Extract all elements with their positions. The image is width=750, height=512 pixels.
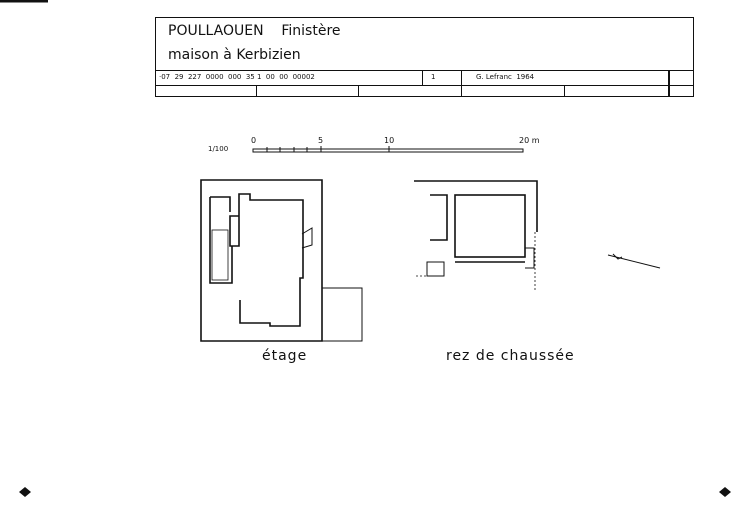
subject: maison à Kerbizien xyxy=(168,47,301,63)
ground-floor-label: rez de chaussée xyxy=(446,348,575,364)
empty-cell xyxy=(359,85,462,97)
scale-tick-10: 10 xyxy=(384,136,395,145)
upper-floor-plan xyxy=(200,179,363,342)
empty-cell xyxy=(257,85,359,97)
scale-bar xyxy=(252,146,524,153)
registration-mark xyxy=(19,487,731,497)
title-block: POULLAOUEN Finistère maison à Kerbizien … xyxy=(155,17,694,97)
scale-ratio: 1/100 xyxy=(208,145,229,153)
scale-tick-5: 5 xyxy=(318,136,324,145)
department: Finistère xyxy=(281,23,341,39)
reference-code: ·07 29 227 0000 000 35 1 00 00 00002 xyxy=(156,71,423,85)
upper-floor-label: étage xyxy=(262,348,308,364)
scale-tick-20: 20 m xyxy=(519,136,540,145)
north-arrow xyxy=(607,253,661,269)
title-line-1: POULLAOUEN Finistère xyxy=(168,23,341,39)
empty-cell xyxy=(156,85,257,97)
divider xyxy=(668,70,670,97)
sheet-number: 1 xyxy=(423,71,462,85)
scale-tick-0: 0 xyxy=(251,136,257,145)
commune: POULLAOUEN xyxy=(168,23,264,39)
code-row: ·07 29 227 0000 000 35 1 00 00 00002 1 G… xyxy=(156,70,693,86)
empty-cell xyxy=(462,85,565,97)
ground-floor-plan xyxy=(414,180,538,290)
